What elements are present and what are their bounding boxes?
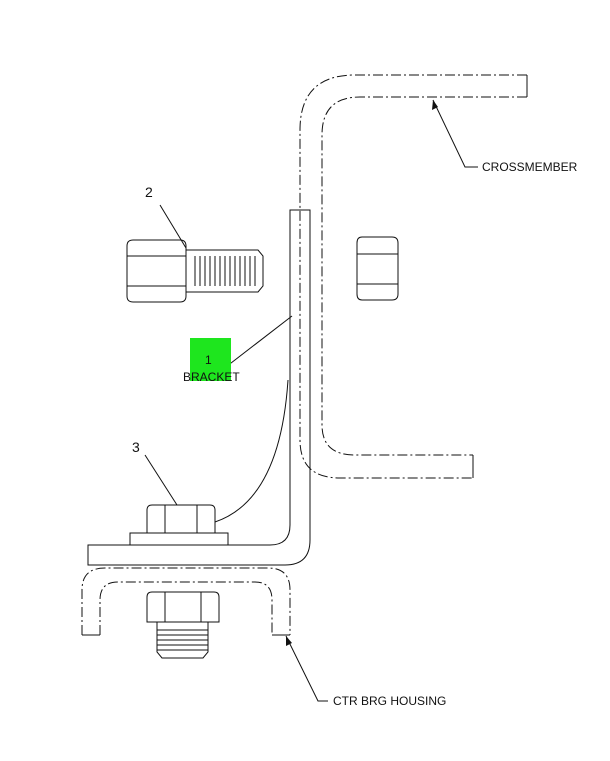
lower-nut-drawing <box>146 591 220 659</box>
bracket-hotspot[interactable]: 1 BRACKET <box>183 338 240 384</box>
callout-2: 2 <box>145 184 153 200</box>
flange-nut-drawing <box>129 504 229 546</box>
bracket-label[interactable]: BRACKET <box>183 370 240 384</box>
crossmember-outline <box>299 74 528 479</box>
nut-drawing <box>356 236 399 301</box>
highlight-box[interactable] <box>190 338 231 381</box>
bolt-drawing <box>126 239 264 303</box>
crossmember-label: CROSSMEMBER <box>482 160 578 174</box>
callout-3: 3 <box>132 439 140 455</box>
bracket-drawing <box>87 209 311 566</box>
leader-lines <box>144 99 478 702</box>
housing-label: CTR BRG HOUSING <box>333 694 446 708</box>
callout-1[interactable]: 1 <box>205 353 212 367</box>
housing-outline <box>81 567 291 636</box>
